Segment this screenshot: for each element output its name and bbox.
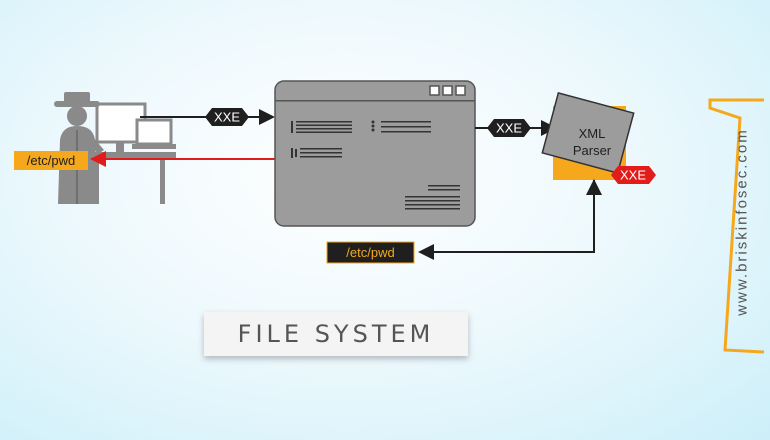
svg-text:XXE: XXE bbox=[620, 168, 646, 183]
svg-text:/etc/pwd: /etc/pwd bbox=[346, 245, 394, 260]
file-result-arrow bbox=[418, 180, 595, 260]
window-button-icon bbox=[429, 85, 440, 96]
svg-text:XXE: XXE bbox=[214, 110, 240, 125]
svg-text:XML: XML bbox=[579, 126, 606, 141]
attacker-figure-icon bbox=[54, 92, 176, 204]
text-lines-icon bbox=[291, 121, 352, 133]
svg-text:/etc/pwd: /etc/pwd bbox=[27, 153, 75, 168]
svg-text:Parser: Parser bbox=[573, 143, 612, 158]
xxe-parser-badge: XXE bbox=[611, 166, 656, 184]
svg-text:XXE: XXE bbox=[496, 121, 522, 136]
etc-pwd-result-tag: /etc/pwd bbox=[326, 241, 415, 264]
window-button-icon bbox=[455, 85, 466, 96]
xxe-request-tag: XXE bbox=[205, 108, 249, 126]
text-lines-icon bbox=[291, 148, 342, 158]
text-lines-icon bbox=[371, 120, 431, 133]
xxe-parser-request-tag: XXE bbox=[487, 119, 531, 137]
text-lines-icon bbox=[405, 185, 460, 210]
window-button-icon bbox=[442, 85, 453, 96]
application-window bbox=[274, 80, 476, 227]
file-system-box: FILE SYSTEM bbox=[204, 312, 468, 356]
etc-pwd-output-tag: /etc/pwd bbox=[14, 151, 88, 170]
xml-parser-box: XML Parser bbox=[541, 92, 635, 180]
brand-url: www.briskinfosec.com bbox=[733, 128, 751, 316]
file-system-label: FILE SYSTEM bbox=[237, 320, 435, 348]
brand-bracket bbox=[708, 98, 765, 354]
